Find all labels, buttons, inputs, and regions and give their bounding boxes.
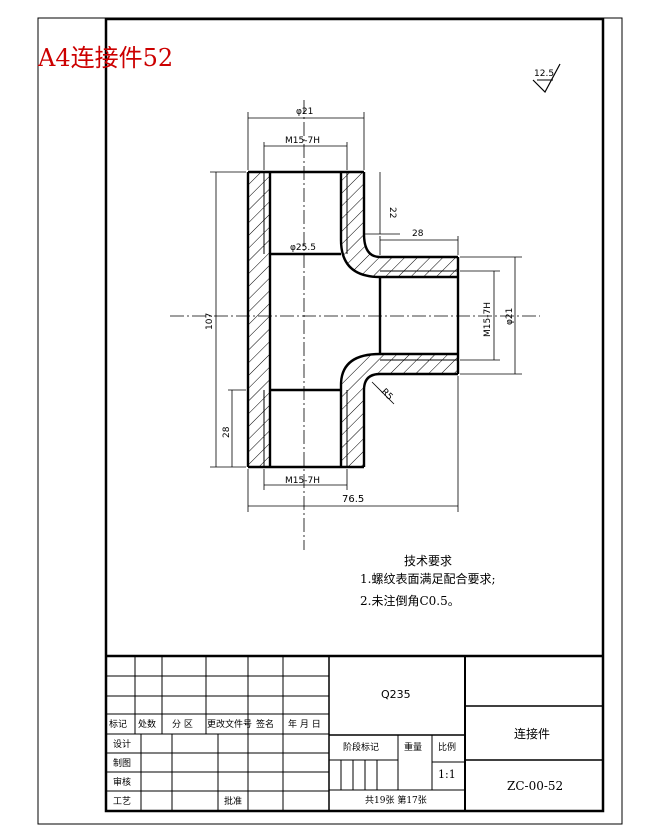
note-item: 2.未注倒角C0.5。 bbox=[360, 593, 460, 608]
title-block-texts: Q235 连接件 ZC-00-52 阶段标记 重量 比例 1:1 共19张 第1… bbox=[109, 688, 563, 807]
dim-22: 22 bbox=[387, 207, 397, 218]
technical-notes: 技术要求 1.螺纹表面满足配合要求; 2.未注倒角C0.5。 bbox=[360, 554, 496, 608]
part-name: 连接件 bbox=[514, 726, 550, 741]
dim-d21-right: φ21 bbox=[505, 308, 515, 325]
scale-label: 比例 bbox=[438, 741, 456, 753]
dimension-texts: φ21 M15-7H 22 φ25.5 28 107 28 M15-7H φ21… bbox=[205, 107, 515, 505]
drawing-number: ZC-00-52 bbox=[507, 779, 563, 793]
stage-label: 阶段标记 bbox=[343, 741, 379, 753]
dim-d21: φ21 bbox=[296, 107, 313, 117]
notes-heading: 技术要求 bbox=[404, 554, 452, 568]
scale-value: 1:1 bbox=[438, 768, 456, 781]
dim-76-5: 76.5 bbox=[342, 494, 364, 505]
center-lines bbox=[170, 100, 540, 550]
dim-thread-bottom: M15-7H bbox=[285, 476, 320, 486]
part-outline bbox=[246, 170, 460, 469]
dim-thread-right: M15-7H bbox=[483, 302, 493, 337]
inner-frame bbox=[104, 17, 605, 813]
role-label: 审核 bbox=[113, 776, 131, 788]
approve-label: 批准 bbox=[224, 795, 242, 807]
sheet-title: A4连接件52 bbox=[37, 44, 173, 72]
rev-header: 分 区 bbox=[172, 719, 193, 730]
dim-107: 107 bbox=[205, 313, 215, 330]
thread-lines bbox=[263, 172, 458, 467]
title-block bbox=[106, 654, 603, 811]
sheet-count: 共19张 第17张 bbox=[365, 794, 427, 806]
dim-28-right: 28 bbox=[412, 229, 424, 239]
rev-header: 处数 bbox=[138, 718, 156, 730]
roughness-symbol: 12.5 bbox=[532, 63, 561, 93]
dimension-lines bbox=[210, 112, 522, 512]
note-item: 1.螺纹表面满足配合要求; bbox=[360, 571, 496, 586]
role-label: 制图 bbox=[113, 757, 131, 769]
role-label: 设计 bbox=[113, 738, 131, 750]
weight-label: 重量 bbox=[404, 741, 422, 753]
material: Q235 bbox=[381, 688, 411, 701]
dim-thread-top: M15-7H bbox=[285, 136, 320, 146]
rev-header: 签名 bbox=[256, 718, 274, 730]
rev-header: 标记 bbox=[109, 718, 127, 730]
rev-header: 年 月 日 bbox=[288, 718, 321, 730]
dim-r5: R5 bbox=[379, 387, 395, 403]
rev-header: 更改文件号 bbox=[207, 718, 252, 730]
outer-border bbox=[37, 17, 623, 825]
role-label: 工艺 bbox=[113, 796, 131, 807]
dim-d25-5: φ25.5 bbox=[290, 243, 316, 253]
roughness-value: 12.5 bbox=[534, 69, 554, 79]
section-hatching bbox=[248, 172, 458, 467]
dim-28-left: 28 bbox=[222, 426, 232, 438]
